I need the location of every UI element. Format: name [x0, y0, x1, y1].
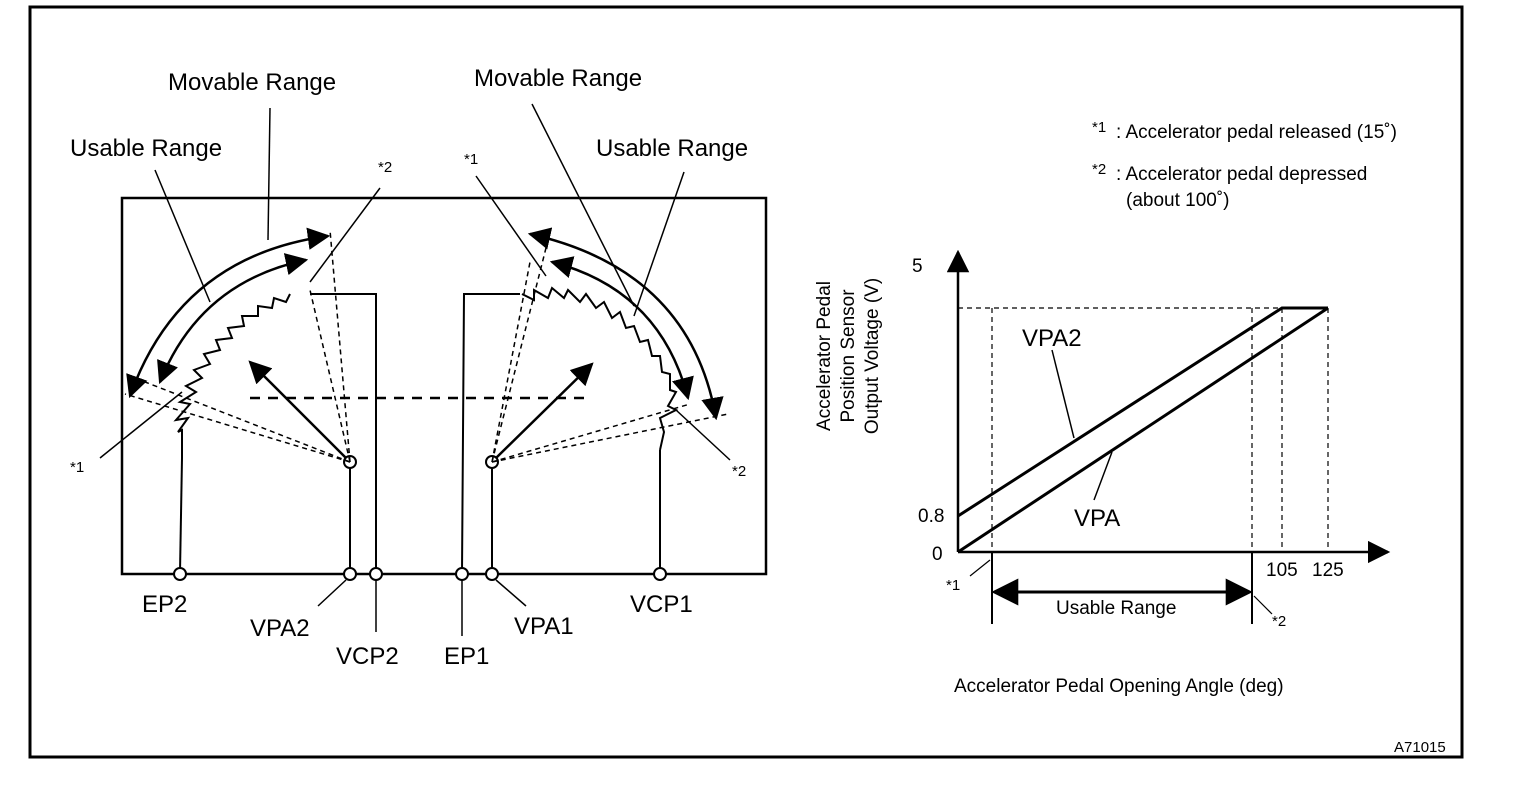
terminal-label-ep2: EP2: [142, 591, 187, 618]
x-tick-105: 105: [1266, 560, 1298, 581]
terminal-label-vpa1: VPA1: [514, 613, 574, 640]
left-movable-arc: [126, 227, 331, 399]
chart-mark1-leader: [969, 559, 991, 577]
y-tick-5: 5: [912, 256, 923, 277]
y-axis-label: Accelerator Pedal Position Sensor Output…: [814, 278, 883, 434]
sensor-schematic: Movable Range Usable Range *2 *1 Movable…: [70, 65, 768, 670]
left-sensor: Movable Range Usable Range *2 *1: [70, 69, 392, 573]
left-mark2-leader: [309, 187, 381, 283]
terminal-vcp1: [653, 567, 667, 581]
terminal-vpa2: [343, 567, 357, 581]
right-wiper-arrow: [495, 362, 594, 459]
x-axis-label: Accelerator Pedal Opening Angle (deg): [954, 676, 1284, 697]
chart-mark1: *1: [946, 577, 960, 594]
left-radial-1: [124, 393, 351, 463]
right-movable-leader: [531, 103, 635, 307]
vpa-label-leader: [1093, 451, 1113, 501]
sensor-housing: [120, 196, 768, 576]
note2-text-cont: (about 100˚): [1126, 190, 1230, 211]
left-resistor: [173, 293, 291, 458]
right-mark2-label: *2: [732, 463, 746, 480]
right-radial-4: [491, 239, 549, 463]
voltage-chart: VPA2 VPA 5 0.8 0 105 125 Usable Range *1…: [814, 249, 1391, 697]
outer-frame: [28, 5, 1464, 759]
series-label-vpa2: VPA2: [1022, 325, 1082, 352]
terminal-vpa1: [485, 567, 499, 581]
y-tick-0: 0: [932, 544, 943, 565]
y-axis-label-line2: Position Sensor: [838, 289, 859, 423]
chart-mark2: *2: [1272, 613, 1286, 630]
vpa2-label-leader: [1051, 349, 1075, 439]
left-mark2-label: *2: [378, 159, 392, 176]
chart-mark2-leader: [1253, 595, 1273, 615]
right-movable-range-label: Movable Range: [474, 65, 642, 92]
terminal-label-vcp2: VCP2: [336, 643, 399, 670]
right-ep-lead: [461, 293, 520, 573]
terminal-label-ep1: EP1: [444, 643, 489, 670]
left-resistor-lead: [179, 457, 183, 573]
right-movable-arc: [527, 227, 724, 421]
left-radial-4: [329, 229, 351, 463]
right-mark1-label: *1: [464, 151, 478, 168]
left-usable-arc: [157, 253, 309, 385]
note1-mark: *1: [1092, 119, 1106, 136]
note1-text: : Accelerator pedal released (15˚): [1116, 122, 1397, 143]
terminal-label-vcp1: VCP1: [630, 591, 693, 618]
series-vpa2-line: [957, 306, 1328, 518]
terminal-label-vpa2: VPA2: [250, 615, 310, 642]
right-radial-3: [491, 261, 531, 463]
left-radial-2: [139, 379, 351, 463]
series-label-vpa: VPA: [1074, 505, 1120, 532]
right-mark2-leader: [675, 409, 731, 461]
left-usable-leader: [154, 169, 211, 303]
note2-text: : Accelerator pedal depressed: [1116, 164, 1367, 185]
left-usable-range-label: Usable Range: [70, 135, 222, 162]
right-usable-leader: [633, 171, 685, 317]
terminal-ep2: [173, 567, 187, 581]
left-radial-3: [309, 289, 351, 463]
y-axis-label-line3: Output Voltage (V): [862, 278, 883, 434]
chart-usable-range-label: Usable Range: [1056, 598, 1176, 619]
terminal-vcp2: [369, 567, 383, 581]
vpa1-leader: [495, 579, 527, 607]
figure-id: A71015: [1394, 739, 1446, 756]
vpa2-leader: [317, 579, 347, 607]
series-vpa-line: [957, 306, 1329, 554]
left-movable-leader: [267, 107, 271, 241]
right-usable-arc: [549, 256, 694, 401]
footnotes: *1 : Accelerator pedal released (15˚) *2…: [1092, 119, 1397, 211]
terminal-ep1: [455, 567, 469, 581]
left-mark1-leader: [99, 391, 183, 459]
y-axis-label-line1: Accelerator Pedal: [814, 281, 835, 431]
left-vcp-lead: [310, 293, 377, 572]
right-mark1-leader: [475, 175, 547, 277]
left-mark1-label: *1: [70, 459, 84, 476]
right-sensor: Movable Range Usable Range *1 *2: [461, 65, 748, 573]
right-usable-range-label: Usable Range: [596, 135, 748, 162]
right-resistor: [521, 286, 679, 451]
note2-mark: *2: [1092, 161, 1106, 178]
left-movable-range-label: Movable Range: [168, 69, 336, 96]
y-tick-0.8: 0.8: [918, 506, 944, 527]
x-tick-125: 125: [1312, 560, 1344, 581]
right-radial-1: [491, 413, 729, 463]
left-wiper-arrow: [248, 360, 347, 459]
